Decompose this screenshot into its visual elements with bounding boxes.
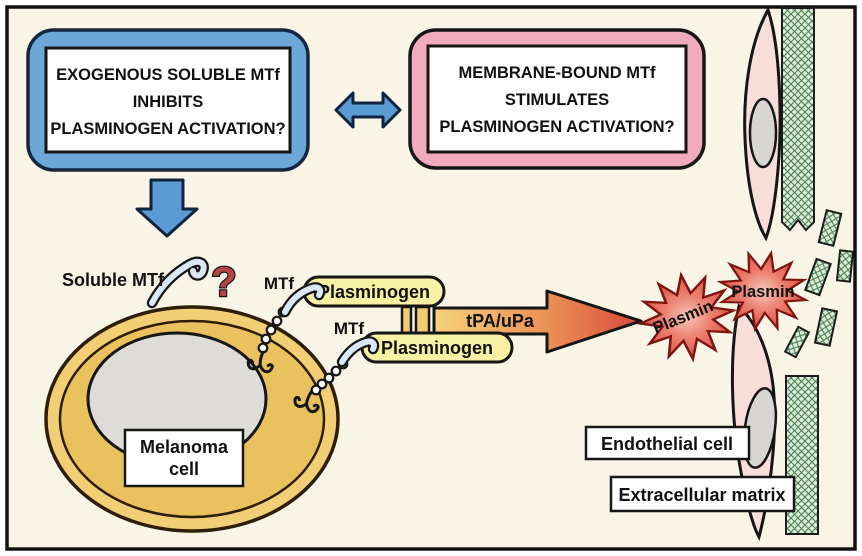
plasmin-burst-left: Plasmin	[633, 267, 741, 367]
hypothesis-left-line2: INHIBITS	[133, 93, 204, 111]
bead	[310, 384, 322, 396]
plasmin-burst-right: Plasmin	[711, 242, 815, 340]
arrow-tail-segment-2	[414, 305, 431, 336]
melanoma-cell-label-line1: Melanoma	[140, 437, 229, 457]
hypothesis-left-line3: PLASMINOGEN ACTIVATION?	[50, 120, 285, 138]
soluble-mtf: Soluble MTf ?	[62, 256, 238, 309]
bead	[260, 333, 272, 345]
extracellular-matrix-label-box	[609, 475, 796, 513]
mtf-protein-upper	[279, 282, 326, 318]
bead	[265, 324, 277, 336]
soluble-mtf-label: Soluble MTf	[62, 270, 165, 290]
vessel-wall-upper	[743, 6, 815, 242]
hypothesis-right-line1: MEMBRANE-BOUND MTf	[458, 64, 656, 82]
hypothesis-box-left-inner	[44, 46, 292, 154]
endothelial-cell-label: Endothelial cell	[601, 434, 733, 454]
bead	[330, 365, 342, 377]
extracellular-matrix-band-upper	[781, 7, 815, 232]
bead	[271, 315, 283, 327]
endothelial-cell-label-box	[584, 425, 751, 461]
hypothesis-box-right-inner	[426, 44, 688, 154]
matrix-debris	[783, 208, 855, 359]
matrix-fragment	[817, 208, 843, 248]
matrix-fragment	[804, 257, 832, 297]
extracellular-matrix-label: Extracellular matrix	[618, 485, 785, 505]
bead	[323, 372, 335, 384]
plasminogen-upper-label: Plasminogen	[318, 282, 430, 302]
matrix-fragment	[783, 325, 811, 359]
plasmin-right-label: Plasmin	[731, 283, 794, 301]
bidirectional-arrow-icon	[334, 91, 402, 129]
melanoma-cell-label-box	[123, 428, 245, 488]
hypothesis-box-left: EXOGENOUS SOLUBLE MTf INHIBITS PLASMINOG…	[26, 28, 310, 172]
mtf-lower-label: MTf	[334, 319, 365, 338]
matrix-fragment	[835, 249, 855, 283]
question-mark: ?	[211, 258, 237, 305]
hypothesis-box-right: MEMBRANE-BOUND MTf STIMULATES PLASMINOGE…	[408, 28, 706, 170]
mtf-upper-label: MTf	[264, 274, 295, 293]
down-arrow-icon	[135, 178, 199, 238]
tpa-upa-label: tPA/uPa	[466, 311, 535, 331]
endothelial-nucleus-upper	[748, 97, 778, 169]
hypothesis-right-line3: PLASMINOGEN ACTIVATION?	[439, 118, 674, 136]
arrow-tail-segment-1	[400, 305, 413, 336]
hypothesis-right-line2: STIMULATES	[505, 91, 609, 109]
melanoma-cell-label-line2: cell	[169, 459, 199, 479]
hypothesis-left-line1: EXOGENOUS SOLUBLE MTf	[56, 66, 280, 84]
bead	[316, 378, 328, 390]
mtf-protein-lower	[336, 336, 380, 368]
melanoma-cell: Melanoma cell	[44, 305, 340, 533]
plasminogen-lower-label: Plasminogen	[381, 338, 493, 358]
matrix-fragment	[813, 307, 839, 347]
